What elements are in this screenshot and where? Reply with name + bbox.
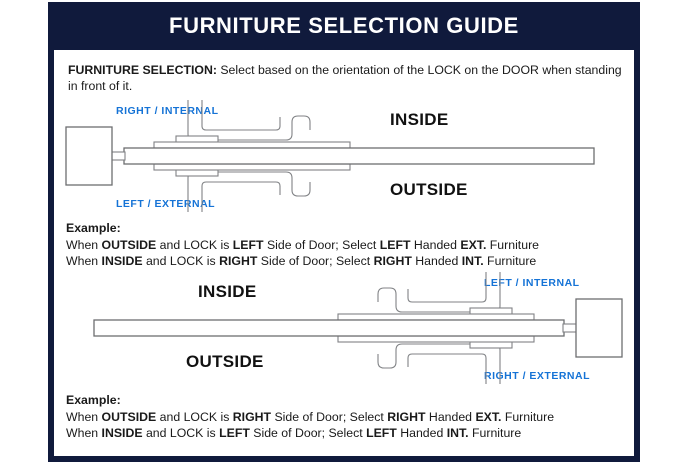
door-rail [93,319,565,337]
intro-lead: FURNITURE SELECTION: [68,63,217,77]
example-emphasis: LEFT [232,237,264,252]
example-text: Handed [425,409,476,424]
label-right-internal: RIGHT / INTERNAL [116,105,219,117]
example-emphasis: INT. [446,426,469,440]
diagram-bottom: LEFT / INTERNAL RIGHT / EXTERNAL INSIDE … [54,272,634,384]
example-text: and LOCK is [142,254,220,268]
intro-text: Select based on the orientation of the L… [68,63,622,93]
example-text: When [66,237,102,252]
guide-frame: FURNITURE SELECTION GUIDE FURNITURE SELE… [48,2,640,462]
example-emphasis: RIGHT [219,254,258,268]
example-emphasis: INSIDE [101,426,143,440]
example-text: Furniture [486,237,539,252]
example-emphasis: LEFT [219,426,250,440]
example-emphasis: LEFT [379,237,411,252]
example-text: and LOCK is [156,409,233,424]
example-text: and LOCK is [156,237,233,252]
upper-backplate [153,141,351,149]
diagram-top: RIGHT / INTERNAL LEFT / EXTERNAL INSIDE … [54,100,634,212]
door-hardware-drawing [93,272,623,384]
lower-lever-handle [377,343,501,384]
example-text: Handed [410,237,461,252]
example-emphasis: RIGHT [373,254,412,268]
example-emphasis: RIGHT [387,409,426,424]
example-text: Furniture [483,254,537,268]
label-inside: INSIDE [198,282,256,301]
example-emphasis: EXT. [460,237,487,252]
label-inside: INSIDE [390,110,448,129]
example-top: Example: When OUTSIDE and LOCK is LEFT S… [66,220,632,270]
example-line: When OUTSIDE and LOCK is LEFT Side of Do… [66,237,632,254]
example-emphasis: INT. [461,254,484,268]
example-emphasis: EXT. [475,409,502,424]
lock-cylinder-box [65,126,113,186]
door-hardware-drawing [65,100,595,212]
label-left-external: LEFT / EXTERNAL [116,198,215,210]
example-text: When [66,409,102,424]
cylinder-stem [562,323,578,333]
label-right-external: RIGHT / EXTERNAL [484,370,590,382]
upper-lever-handle [377,272,501,313]
example-line: When INSIDE and LOCK is RIGHT Side of Do… [66,253,632,270]
example-heading: Example: [66,393,121,407]
example-text: Side of Door; Select [263,237,380,252]
lock-cylinder-box [575,298,623,358]
label-outside: OUTSIDE [186,352,264,371]
example-heading: Example: [66,221,121,235]
example-text: Side of Door; Select [271,409,388,424]
lower-backplate [337,335,535,343]
cylinder-stem [110,151,126,161]
example-emphasis: OUTSIDE [101,237,157,252]
example-text: Handed [396,426,447,440]
guide-body: FURNITURE SELECTION: Select based on the… [54,50,634,456]
upper-backplate [337,313,535,321]
example-text: Furniture [501,409,555,424]
example-text: Side of Door; Select [249,426,367,440]
lower-backplate [153,163,351,171]
door-rail [123,147,595,165]
example-bottom: Example: When OUTSIDE and LOCK is RIGHT … [66,392,632,442]
example-text: When [66,426,102,440]
label-left-internal: LEFT / INTERNAL [484,277,580,289]
example-text: and LOCK is [142,426,220,440]
example-emphasis: LEFT [366,426,397,440]
page-title: FURNITURE SELECTION GUIDE [169,13,519,38]
example-text: Handed [411,254,462,268]
example-text: When [66,254,102,268]
example-line: When INSIDE and LOCK is LEFT Side of Doo… [66,425,632,442]
label-outside: OUTSIDE [390,180,468,199]
example-line: When OUTSIDE and LOCK is RIGHT Side of D… [66,409,632,426]
example-text: Furniture [468,426,522,440]
example-emphasis: INSIDE [101,254,143,268]
example-emphasis: OUTSIDE [101,409,157,424]
example-text: Side of Door; Select [257,254,374,268]
example-emphasis: RIGHT [232,409,272,424]
intro-paragraph: FURNITURE SELECTION: Select based on the… [68,62,624,94]
